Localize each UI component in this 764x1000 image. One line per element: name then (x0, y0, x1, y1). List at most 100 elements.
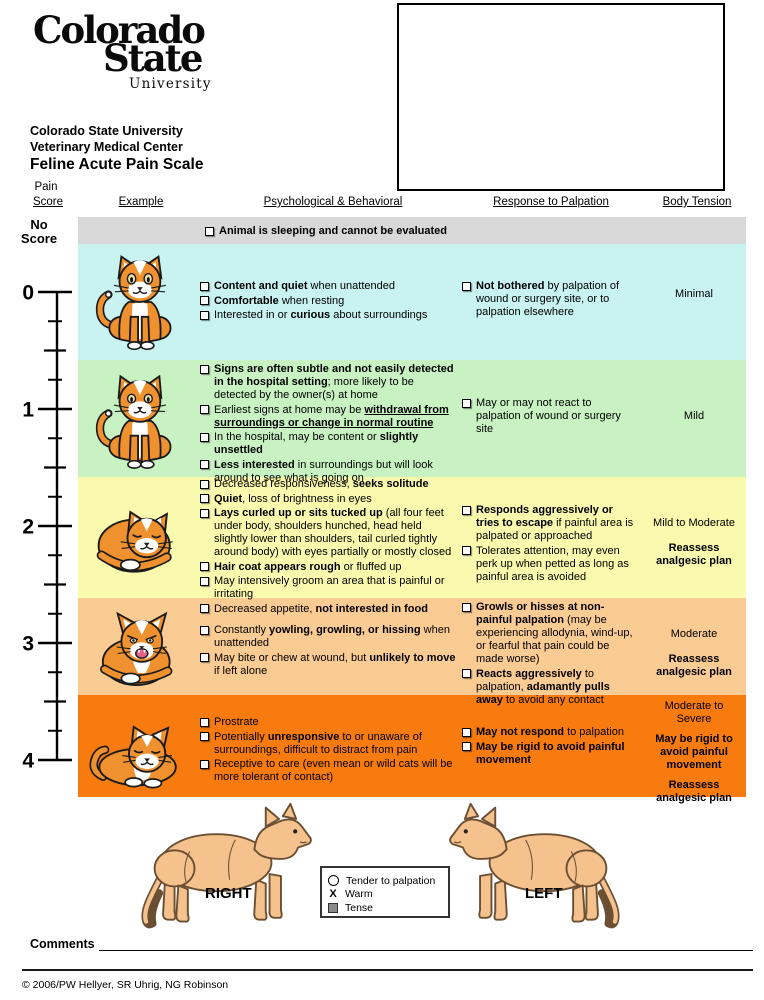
cat-hissing-illustration (100, 611, 173, 686)
copyright-text: © 2006/PW Hellyer, SR Uhrig, NG Robinson (22, 979, 229, 991)
checklist-text: In the hospital, may be content or sligh… (214, 431, 419, 456)
checklist-item: Prostrate (200, 716, 456, 729)
pain-scale-number: 1 (22, 399, 34, 422)
column-header-pain: Pain (34, 181, 58, 193)
checklist-item: Interested in or curious about surroundi… (200, 309, 456, 322)
checklist-text: May intensively groom an area that is pa… (214, 575, 445, 600)
circle-icon (328, 875, 339, 886)
checkbox-icon (200, 310, 209, 320)
checklist-text: Reacts aggressively to palpation, adaman… (476, 667, 610, 706)
checkbox-icon (200, 364, 209, 374)
checklist-item: May not respond to palpation (462, 726, 638, 739)
no-score-line2: Score (20, 230, 58, 246)
checkbox-icon (200, 479, 209, 489)
body-tension-text: Reassess analgesic plan (656, 653, 732, 678)
checklist-item: Content and quiet when unattended (200, 280, 456, 293)
checkbox-icon (200, 732, 209, 741)
cat-body-map-right-side (123, 800, 323, 933)
checkbox-icon (462, 281, 471, 291)
cat-prostrate-illustration (89, 725, 177, 789)
psychological-behavioral-cell: Decreased responsiveness, seeks solitude… (200, 477, 462, 615)
csu-logo: Colorado State University (33, 8, 212, 93)
checklist-item: May be rigid to avoid painful movement (462, 741, 638, 767)
body-tension-cell: Minimal (642, 244, 746, 360)
title-vet-center: Veterinary Medical Center (30, 139, 183, 154)
checkbox-icon (200, 717, 209, 727)
page-title: Feline Acute Pain Scale (30, 156, 204, 173)
cat-curled-illustration (96, 509, 173, 573)
column-header-psychological: Psychological & Behavioral (263, 196, 403, 208)
title-university: Colorado State University (30, 124, 183, 138)
checkbox-icon (200, 653, 209, 662)
column-header-palpation: Response to Palpation (493, 196, 609, 208)
body-tension-cell: Mild (642, 360, 746, 477)
checklist-item: Decreased responsiveness, seeks solitude (200, 478, 456, 491)
checklist-text: Receptive to care (even mean or wild cat… (214, 758, 453, 783)
checkbox-icon (205, 226, 214, 236)
checklist-text: May or may not react to palpation of wou… (476, 397, 621, 435)
checkbox-icon (462, 727, 471, 737)
checklist-item: Earliest signs at home may be withdrawal… (200, 404, 456, 430)
checkbox-icon (462, 505, 471, 515)
checkbox-icon (200, 460, 209, 469)
checklist-text: Growls or hisses at non-painful palpatio… (476, 601, 633, 665)
no-score-label: No Score (0, 218, 78, 245)
pain-scale-number: 0 (22, 282, 34, 305)
checklist-text: May not respond to palpation (476, 726, 624, 738)
checklist-text: Interested in or curious about surroundi… (214, 309, 428, 321)
checklist-item: Less interested in surroundings but will… (200, 459, 456, 485)
checkbox-icon (200, 562, 209, 571)
checkbox-icon (462, 742, 471, 751)
title-block: Colorado State University Veterinary Med… (30, 124, 203, 174)
checklist-text: Hair coat appears rough or fluffed up (214, 560, 402, 573)
checkbox-icon (200, 405, 209, 414)
comments-blank-line-2 (22, 969, 753, 971)
logo-colorado: Colorado (33, 8, 206, 52)
checkbox-icon (462, 669, 471, 678)
response-to-palpation-cell: Not bothered by palpation of wound or su… (462, 244, 642, 360)
column-header-score: Score (32, 196, 64, 208)
square-icon (328, 902, 338, 913)
body-tension-text: Mild (683, 410, 705, 422)
checklist-item: Not bothered by palpation of wound or su… (462, 280, 638, 319)
pain-row-score-2: Decreased responsiveness, seeks solitude… (78, 477, 746, 615)
comments-label: Comments (30, 937, 95, 951)
checklist-text: May be rigid to avoid painful movement (476, 740, 625, 766)
cat-example-illustration (78, 477, 200, 598)
cat-body-map-left-side (433, 800, 643, 933)
cat-example-illustration (78, 695, 200, 797)
pain-row-score-1: Signs are often subtle and not easily de… (78, 360, 746, 484)
checklist-item: Hair coat appears rough or fluffed up (200, 561, 456, 574)
checklist-text: Constantly yowling, growling, or hissing… (214, 624, 450, 649)
pain-scale-number: 3 (22, 633, 34, 656)
response-to-palpation-cell: Responds aggressively or tries to escape… (462, 477, 642, 598)
cat-alert-illustration (95, 254, 172, 351)
cat-example-illustration (78, 360, 200, 477)
cat-example-illustration (78, 244, 200, 360)
checkbox-icon (200, 508, 209, 518)
checklist-text: Decreased responsiveness, seeks solitude (214, 478, 429, 490)
checklist-text: Signs are often subtle and not easily de… (214, 363, 454, 401)
comments-blank-line (99, 950, 753, 951)
response-to-palpation-cell: May or may not react to palpation of wou… (462, 360, 642, 477)
left-side-label: LEFT (525, 885, 563, 902)
checklist-text: Potentially unresponsive to or unaware o… (214, 730, 422, 756)
checkbox-icon (200, 604, 209, 613)
legend-label: Tender to palpation (346, 874, 436, 887)
checklist-text: Less interested in surroundings but will… (214, 458, 433, 484)
checklist-item: Receptive to care (even mean or wild cat… (200, 758, 456, 784)
checklist-text: Not bothered by palpation of wound or su… (476, 280, 620, 318)
checklist-item: Lays curled up or sits tucked up (all fo… (200, 507, 456, 559)
checklist-item: May or may not react to palpation of wou… (462, 397, 638, 436)
checklist-item: Decreased appetite, not interested in fo… (200, 603, 456, 616)
body-tension-text: Reassess analgesic plan (656, 542, 732, 567)
